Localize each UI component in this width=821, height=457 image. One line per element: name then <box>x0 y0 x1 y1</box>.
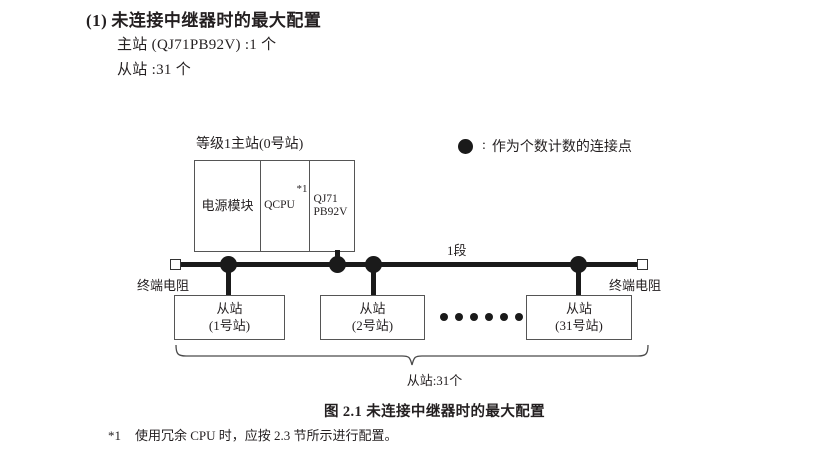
section-line-master: 主站 (QJ71PB92V) :1 个 <box>117 37 277 53</box>
network-module-label-line2: PB92V <box>313 206 348 218</box>
rack-cell-network-module: QJ71 PB92V <box>310 161 354 251</box>
slave-count-text: 从站:31个 <box>406 373 463 388</box>
slave-box-31: 从站 (31号站) <box>526 295 632 340</box>
slave-title-31: 从站 <box>565 301 592 317</box>
connection-node-master <box>329 256 346 273</box>
cpu-label: QCPU <box>264 199 295 212</box>
slave-title-2: 从站 <box>359 301 386 317</box>
master-rack: 电源模块 QCPU *1 QJ71 PB92V <box>194 160 355 252</box>
ellipsis-dot <box>440 313 448 321</box>
slave-box-1: 从站 (1号站) <box>174 295 285 340</box>
filled-circle-icon <box>458 138 473 154</box>
ellipsis-dot <box>485 313 493 321</box>
connection-node-slave2 <box>365 256 382 273</box>
legend: : 作为个数计数的连接点 <box>458 136 632 156</box>
drop-line-slave1 <box>226 268 231 295</box>
connection-node-slave1 <box>220 256 237 273</box>
legend-colon: : <box>482 138 486 153</box>
terminator-left <box>170 259 181 270</box>
ellipsis-dot <box>515 313 523 321</box>
slave-title-1: 从站 <box>216 301 243 317</box>
slave-count-label: 从站:31个 <box>0 370 821 389</box>
legend-label: 作为个数计数的连接点 <box>491 140 632 155</box>
segment-label: 1段 <box>447 243 467 258</box>
terminator-right-label: 终端电阻 <box>609 278 662 293</box>
drop-line-slave2 <box>371 268 376 295</box>
drop-line-slave31 <box>576 268 581 295</box>
terminator-left-label: 终端电阻 <box>137 278 190 293</box>
rack-cell-cpu: QCPU *1 <box>260 161 310 251</box>
ellipsis-dot <box>470 313 478 321</box>
ellipsis-dots <box>440 313 523 321</box>
ellipsis-dot <box>500 313 508 321</box>
section-line-slave: 从站 :31 个 <box>117 62 192 78</box>
master-rack-label: 等级1主站(0号站) <box>196 137 304 152</box>
slave-station-2: (2号站) <box>351 317 394 333</box>
slave-count-brace <box>175 344 649 366</box>
figure-caption: 图 2.1 未连接中继器时的最大配置 <box>0 400 821 421</box>
slave-box-2: 从站 (2号站) <box>320 295 425 340</box>
power-supply-label: 电源模块 <box>201 197 254 213</box>
section-number: (1) <box>86 11 108 30</box>
figure-caption-text: 图 2.1 未连接中继器时的最大配置 <box>323 404 546 420</box>
terminator-right <box>637 259 648 270</box>
slave-station-1: (1号站) <box>208 317 251 333</box>
connection-node-slave31 <box>570 256 587 273</box>
slave-station-31: (31号站) <box>555 317 603 333</box>
network-module-label-line1: QJ71 <box>313 192 338 205</box>
ellipsis-dot <box>455 313 463 321</box>
bus-line <box>178 262 642 267</box>
footnote-text: 使用冗余 CPU 时，应按 2.3 节所示进行配置。 <box>135 428 398 443</box>
rack-cell-power-supply: 电源模块 <box>195 161 260 251</box>
cpu-footnote-mark: *1 <box>296 183 308 195</box>
footnote: *1 使用冗余 CPU 时，应按 2.3 节所示进行配置。 <box>108 425 398 444</box>
section-title: 未连接中继器时的最大配置 <box>111 11 322 30</box>
footnote-mark: *1 <box>108 428 121 443</box>
section-heading: (1)未连接中继器时的最大配置 <box>86 6 321 31</box>
